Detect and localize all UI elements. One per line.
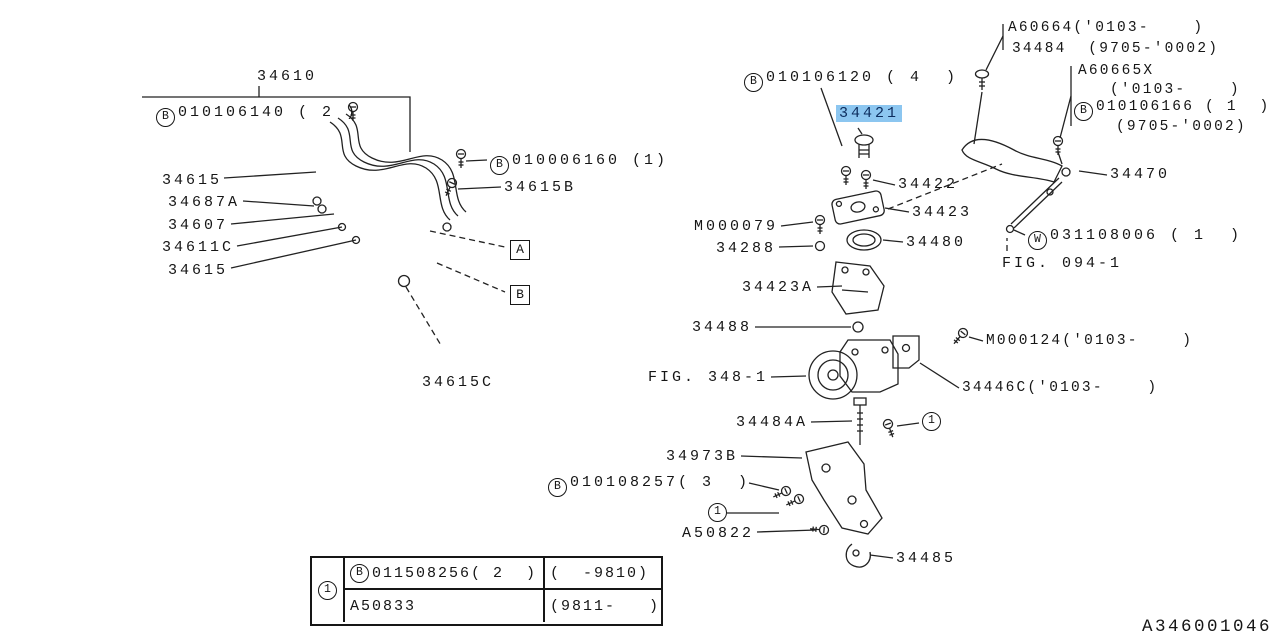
circle-b-icon: B xyxy=(490,156,509,175)
label-010106120-text: 010106120 ( 4 ) xyxy=(766,69,959,86)
label-34484a: 34484A xyxy=(736,414,809,431)
circle-w-icon: W xyxy=(1028,231,1047,250)
label-34611c: 34611C xyxy=(162,239,235,256)
label-34446c: 34446C('0103- ) xyxy=(962,380,1159,396)
circle-1-marker: 1 xyxy=(922,412,941,431)
label-34470: 34470 xyxy=(1110,166,1171,183)
label-34423a: 34423A xyxy=(742,279,815,296)
box-a-marker: A xyxy=(510,240,530,260)
circle-b-icon: B xyxy=(744,73,763,92)
diagram-doc-id: A346001046 xyxy=(1141,617,1272,637)
legend-row1-range-text: ( -9810) xyxy=(550,564,650,582)
label-34484: 34484 (9705-'0002) xyxy=(1012,41,1220,57)
label-34973b: 34973B xyxy=(666,448,739,465)
label-a50822: A50822 xyxy=(682,525,755,542)
circle-1-marker: 1 xyxy=(708,503,727,522)
box-b-marker: B xyxy=(510,285,530,305)
label-fig-094-1: FIG. 094-1 xyxy=(1002,255,1123,272)
label-34607: 34607 xyxy=(168,217,229,234)
label-34687a: 34687A xyxy=(168,194,241,211)
label-34615c: 34615C xyxy=(422,374,495,391)
legend-row1-part-text: 011508256( 2 ) xyxy=(372,564,538,582)
legend-row2-part: A50833 xyxy=(345,590,545,622)
label-m000124: M000124('0103- ) xyxy=(986,333,1194,349)
label-010106166-range: (9705-'0002) xyxy=(1116,119,1247,135)
label-a60665x: A60665X xyxy=(1078,63,1155,79)
label-34615b: 34615B xyxy=(504,179,577,196)
legend-row2-part-text: A50833 xyxy=(350,597,417,615)
label-34421-text[interactable]: 34421 xyxy=(836,105,903,122)
hose-assembly-drawing xyxy=(142,86,506,348)
label-a60665x-range: ('0103- ) xyxy=(1110,82,1241,98)
circle-b-icon: B xyxy=(1074,102,1093,121)
legend-row2-range: (9811- ) xyxy=(545,590,661,622)
label-34480: 34480 xyxy=(906,234,967,251)
label-34421-highlighted[interactable]: 34421 xyxy=(836,104,903,123)
label-010108257-text: 010108257( 3 ) xyxy=(570,474,751,491)
bracket-assembly-drawing xyxy=(961,24,1108,251)
circle-b-icon: B xyxy=(156,108,175,127)
label-34423: 34423 xyxy=(912,204,973,221)
label-010006160-text: 010006160 (1) xyxy=(512,152,669,169)
label-34488: 34488 xyxy=(692,319,753,336)
label-m000079: M000079 xyxy=(694,218,779,235)
label-34615-top: 34615 xyxy=(162,172,223,189)
label-34485: 34485 xyxy=(896,550,957,567)
label-34610: 34610 xyxy=(257,68,318,85)
label-010106166-text: 010106166 ( 1 ) xyxy=(1096,99,1271,115)
label-34615-bottom: 34615 xyxy=(168,262,229,279)
circle-b-icon: B xyxy=(350,563,369,583)
legend-key-cell: 1 xyxy=(312,558,345,622)
legend-row1-range: ( -9810) xyxy=(545,558,661,590)
label-34422: 34422 xyxy=(898,176,959,193)
legend-row2-range-text: (9811- ) xyxy=(550,597,661,615)
label-031108006-text: 031108006 ( 1 ) xyxy=(1050,227,1243,244)
circle-1-marker: 1 xyxy=(318,580,337,600)
pump-assembly-drawing xyxy=(727,87,1003,568)
circle-b-icon: B xyxy=(548,478,567,497)
label-a60664: A60664('0103- ) xyxy=(1008,20,1205,36)
label-34288: 34288 xyxy=(716,240,777,257)
label-010106140-text: 010106140 ( 2 ) xyxy=(178,104,359,121)
label-fig-348-1: FIG. 348-1 xyxy=(648,369,769,386)
